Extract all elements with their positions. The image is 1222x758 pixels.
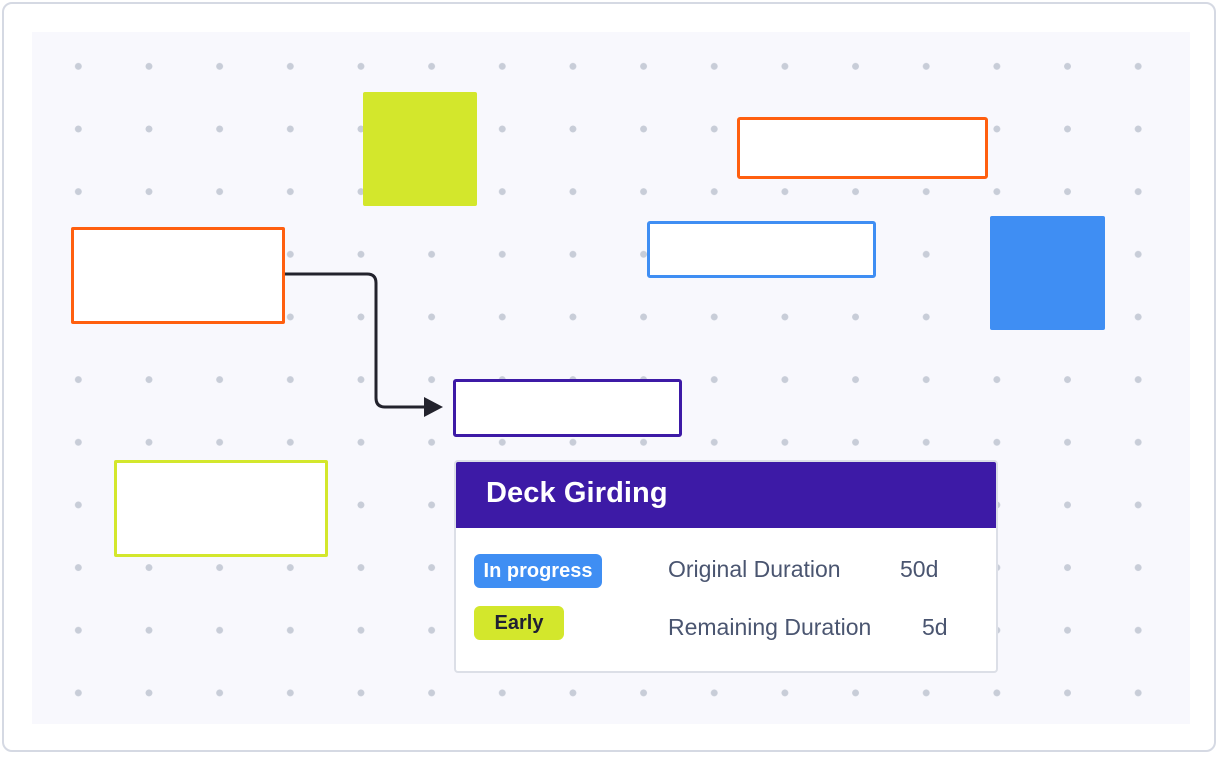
original-duration-label: Original Duration — [668, 556, 841, 582]
remaining-duration-value: 5d — [922, 614, 948, 640]
milestone-block-lime[interactable] — [363, 92, 477, 206]
activity-node-orange-left[interactable] — [71, 227, 285, 324]
milestone-block-blue[interactable] — [990, 216, 1105, 330]
activity-detail-card[interactable]: Deck Girding In progress Early Original … — [454, 460, 998, 673]
remaining-duration-label: Remaining Duration — [668, 614, 872, 640]
card-header: Deck Girding — [456, 462, 996, 528]
schedule-badge: Early — [474, 606, 564, 640]
activity-node-orange-top-right[interactable] — [737, 117, 988, 179]
card-title: Deck Girding — [486, 477, 668, 509]
original-duration-value: 50d — [900, 556, 939, 582]
activity-node-lime-outline[interactable] — [114, 460, 328, 557]
status-badge: In progress — [474, 554, 602, 588]
activity-node-blue[interactable] — [647, 221, 876, 278]
activity-node-purple-selected[interactable] — [453, 379, 682, 437]
